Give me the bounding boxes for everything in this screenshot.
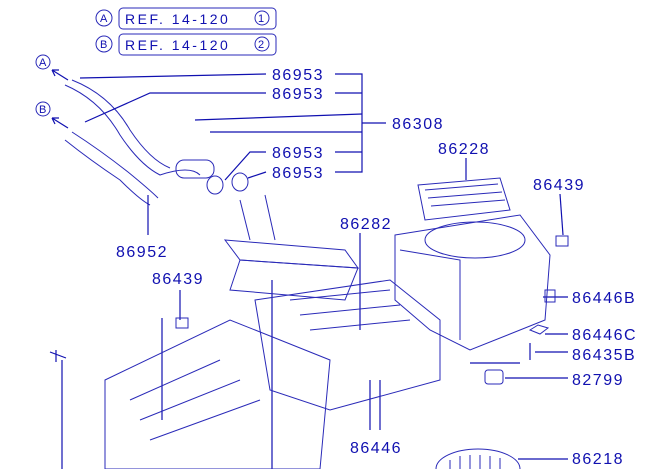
ref-num-b: 2 [258,39,264,51]
part-label-86446c[interactable]: 86446C [572,327,637,344]
heater-unit [104,319,331,469]
leader-lines [61,73,568,469]
arrow-marker-b: B [35,101,69,129]
arrow-marker-a: A [35,54,69,81]
part-label-86446[interactable]: 86446 [350,440,402,457]
part-label-86439[interactable]: 86439 [152,271,204,288]
heater-hoses [64,79,249,206]
part-label-82799[interactable]: 82799 [572,372,624,389]
part-label-86228[interactable]: 86228 [438,141,490,158]
svg-text:A: A [39,57,47,69]
part-label-86446b[interactable]: 86446B [572,290,636,307]
blower-case [394,214,551,351]
svg-text:B: B [39,104,46,116]
air-filter [417,177,511,221]
part-label-86439[interactable]: 86439 [533,177,585,194]
reference-a[interactable]: A REF. 14-120 1 [95,7,277,30]
part-label-86953[interactable]: 86953 [272,86,324,103]
ref-marker-a: A [100,13,108,25]
part-label-86435b[interactable]: 86435B [572,347,636,364]
part-label-86952[interactable]: 86952 [116,244,168,261]
part-label-86953[interactable]: 86953 [272,67,324,84]
evaporator-case [254,279,441,411]
ref-text-b: REF. 14-120 [125,37,230,53]
ref-num-a: 1 [258,13,264,25]
part-label-86953[interactable]: 86953 [272,165,324,182]
part-label-86308[interactable]: 86308 [392,116,444,133]
ref-marker-b: B [100,39,107,51]
part-label-86218[interactable]: 86218 [572,451,624,468]
reference-b[interactable]: B REF. 14-120 2 [95,33,277,56]
part-label-86953[interactable]: 86953 [272,145,324,162]
ref-text-a: REF. 14-120 [125,11,230,27]
small-parts [49,235,569,385]
blower-motor [435,448,521,469]
part-label-86282[interactable]: 86282 [340,216,392,233]
heater-core [223,194,360,301]
